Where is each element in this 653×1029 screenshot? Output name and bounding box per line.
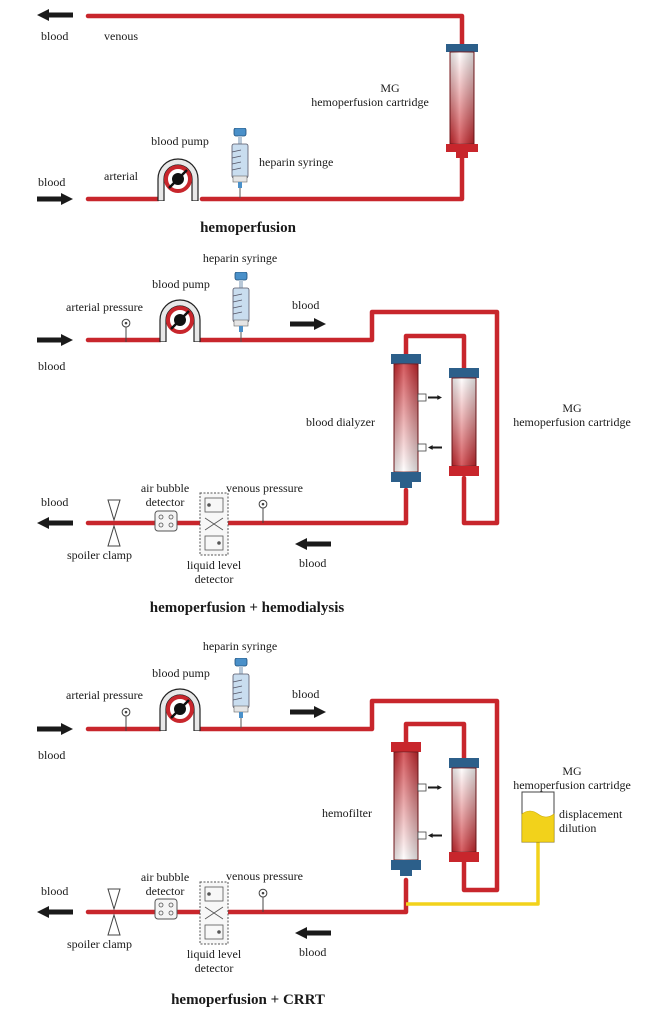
panel-hemoperfusion: blood venous MG hemoperfusion cartridge … <box>37 9 478 236</box>
air-bubble-detector-icon <box>154 898 178 920</box>
label-blood-pump: blood pump <box>152 666 210 680</box>
mg-cartridge <box>449 368 479 476</box>
arterial-line <box>85 698 500 893</box>
heparin-syringe-icon <box>232 658 250 728</box>
mg-cartridge <box>446 44 478 158</box>
label-blood-flow: blood <box>292 298 319 312</box>
label-dilution: dilution <box>559 821 596 835</box>
arrow-left-icon <box>37 906 73 918</box>
label-air-bubble-2: detector <box>146 495 185 509</box>
liquid-level-detector-icon <box>199 881 229 945</box>
label-liquid-level-1: liquid level <box>187 947 242 961</box>
liquid-level-detector-icon <box>199 492 229 556</box>
caption-hemodialysis: hemoperfusion + hemodialysis <box>150 600 345 616</box>
label-blood-flow: blood <box>292 687 319 701</box>
label-air-bubble-2: detector <box>146 884 185 898</box>
label-mg: MG <box>562 401 582 415</box>
filter-to-cartridge-line <box>403 721 467 761</box>
label-heparin-syringe: heparin syringe <box>203 639 277 653</box>
dialysate-in-arrow-icon <box>428 445 442 450</box>
arrow-right-icon <box>37 334 73 346</box>
caption-crrt: hemoperfusion + CRRT <box>171 992 325 1008</box>
label-mg: MG <box>562 764 582 778</box>
label-cartridge: hemoperfusion cartridge <box>311 95 429 109</box>
label-air-bubble-1: air bubble <box>141 870 189 884</box>
arterial-line <box>85 309 500 526</box>
air-bubble-detector-icon <box>154 510 178 532</box>
label-blood-pump: blood pump <box>151 134 209 148</box>
arrow-left-icon <box>295 538 331 550</box>
label-venous-pressure: venous pressure <box>226 869 303 883</box>
filtrate-out-arrow-icon <box>428 785 442 790</box>
label-liquid-level-2: detector <box>195 572 234 586</box>
label-air-bubble-1: air bubble <box>141 481 189 495</box>
label-cartridge: hemoperfusion cartridge <box>513 415 631 429</box>
venous-line <box>85 13 465 51</box>
label-blood-return: blood <box>299 945 326 959</box>
mg-cartridge <box>449 758 479 862</box>
label-displacement: displacement <box>559 807 623 821</box>
arterial-line <box>85 152 465 202</box>
arrow-left-icon <box>37 517 73 529</box>
label-spoiler-clamp: spoiler clamp <box>67 937 132 951</box>
label-liquid-level-2: detector <box>195 961 234 975</box>
blood-dialyzer <box>391 354 442 488</box>
venous-pressure-gauge-icon <box>258 888 268 912</box>
label-arterial: arterial <box>104 169 139 183</box>
arrow-left-icon <box>295 927 331 939</box>
label-blood-out: blood <box>41 884 68 898</box>
arrow-right-icon <box>37 193 73 205</box>
panel-crrt: heparin syringe blood pump arterial pres… <box>37 639 631 1008</box>
venous-pressure-gauge-icon <box>258 499 268 523</box>
dialysate-out-arrow-icon <box>428 395 442 400</box>
hemofilter <box>391 742 442 876</box>
arrow-left-icon <box>37 9 73 21</box>
label-blood-in: blood <box>38 748 65 762</box>
label-arterial-pressure: arterial pressure <box>66 688 143 702</box>
label-heparin-syringe: heparin syringe <box>259 155 333 169</box>
venous-line <box>85 487 409 526</box>
label-heparin-syringe: heparin syringe <box>203 251 277 265</box>
label-blood-dialyzer: blood dialyzer <box>306 415 375 429</box>
label-blood-pump: blood pump <box>152 277 210 291</box>
heparin-syringe-icon <box>231 128 249 198</box>
label-hemofilter: hemofilter <box>322 806 372 820</box>
label-blood-in: blood <box>38 359 65 373</box>
filtrate-in-arrow-icon <box>428 833 442 838</box>
panel-hemodialysis: heparin syringe blood pump arterial pres… <box>37 251 631 616</box>
label-blood-return: blood <box>299 556 326 570</box>
label-cartridge: hemoperfusion cartridge <box>513 778 631 792</box>
label-blood-out: blood <box>41 495 68 509</box>
dialyzer-to-cartridge-line <box>403 333 467 371</box>
label-mg: MG <box>380 81 400 95</box>
blood-pump-icon <box>158 687 202 731</box>
label-venous: venous <box>104 29 138 43</box>
label-arterial-pressure: arterial pressure <box>66 300 143 314</box>
label-venous-pressure: venous pressure <box>226 481 303 495</box>
arrow-right-icon <box>290 706 326 718</box>
venous-line <box>85 877 409 915</box>
label-blood-in: blood <box>38 175 65 189</box>
heparin-syringe-icon <box>232 272 250 342</box>
displacement-bag-icon <box>521 791 555 843</box>
arrow-right-icon <box>290 318 326 330</box>
blood-pump-icon <box>158 298 202 342</box>
blood-pump-icon <box>156 157 200 201</box>
label-liquid-level-1: liquid level <box>187 558 242 572</box>
label-blood-out: blood <box>41 29 68 43</box>
arrow-right-icon <box>37 723 73 735</box>
label-spoiler-clamp: spoiler clamp <box>67 548 132 562</box>
caption-hemoperfusion: hemoperfusion <box>200 220 296 236</box>
dilution-line <box>406 842 540 906</box>
